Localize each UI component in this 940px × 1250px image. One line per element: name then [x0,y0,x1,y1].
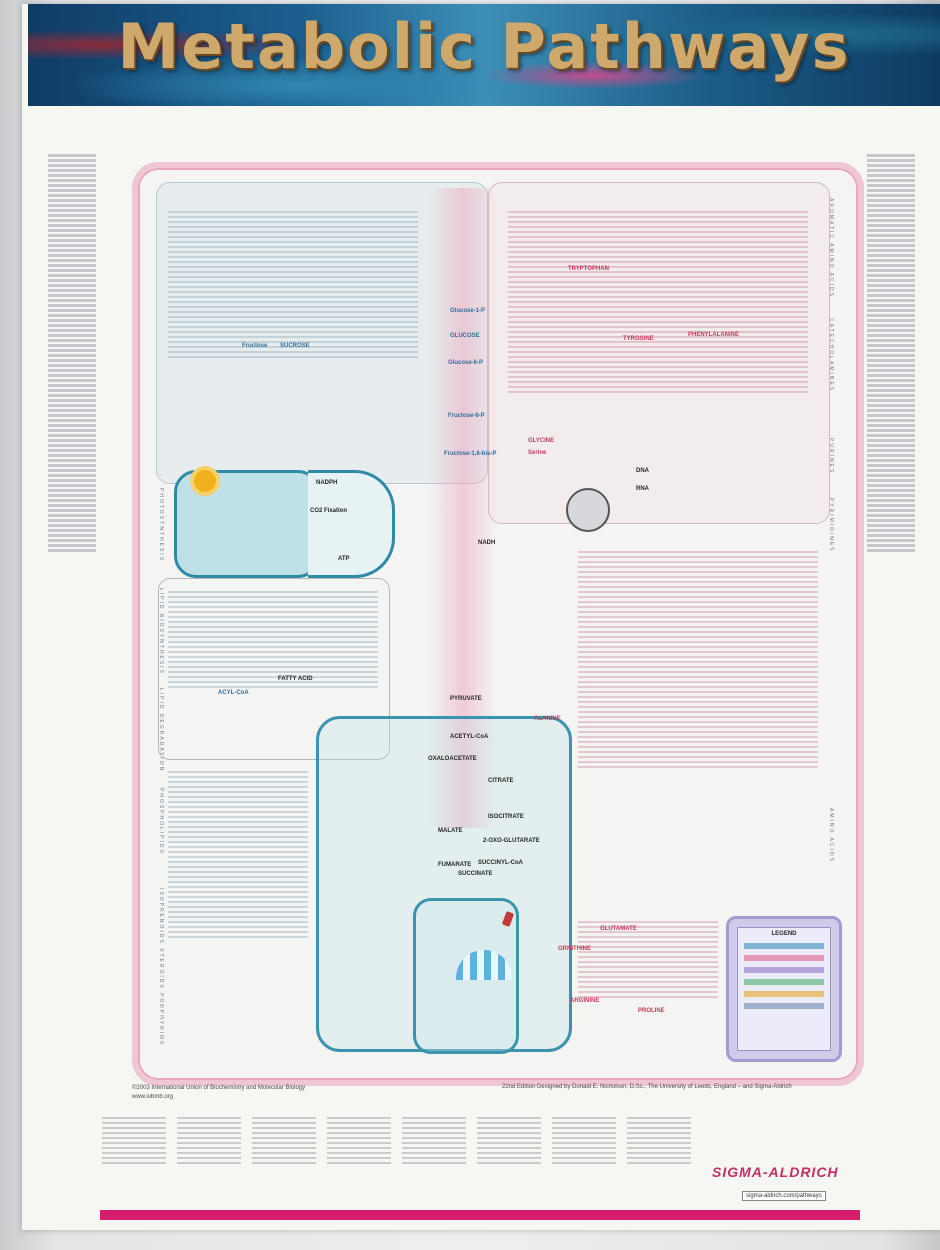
node-acetyl-coa: ACETYL-CoA [450,734,488,740]
legend-title: LEGEND [738,931,830,937]
poster-title: Metabolic Pathways [28,10,940,83]
address-block [327,1114,391,1184]
pathway-map: LEGEND GLUCOSE Glucose-1-P Glucose-6-P F… [132,162,864,1086]
side-label-lipid-degradation: LIPID DEGRADATION [158,688,164,772]
node-isocitrate: ISOCITRATE [488,814,524,820]
footer-bar [100,1210,860,1220]
side-label-lipid-biosynthesis: LIPID BIOSYNTHESIS [158,588,164,675]
side-label-amino-acids: AMINO ACIDS [828,808,834,863]
node-fumarate: FUMARATE [438,862,471,868]
node-succinyl-coa: SUCCINYL-CoA [478,860,523,866]
node-serine: Serine [528,450,546,456]
node-ornithine: ORNITHINE [558,946,591,952]
sigma-aldrich-logo: SIGMA-ALDRICH [712,1164,839,1180]
right-enzyme-index [867,154,915,1074]
amino-acid-text [508,208,808,508]
poster: Metabolic Pathways [22,4,940,1230]
legend-item [744,979,824,985]
node-nadph: NADPH [316,480,337,486]
node-acyl-coa: ACYL-CoA [218,690,249,696]
side-label-photosynthesis: PHOTOSYNTHESIS [158,488,164,562]
legend-panel: LEGEND [737,927,831,1051]
carbohydrate-text [168,208,418,448]
node-phenylalanine: PHENYLALANINE [688,332,739,338]
node-fructose: Fructose [242,343,267,349]
node-glucose: GLUCOSE [450,333,480,339]
node-fructose-1-6-bis-p: Fructose-1,6-bis-P [444,451,496,457]
node-pyruvate: PYRUVATE [450,696,482,702]
sun-icon [194,470,216,492]
node-citrate: CITRATE [488,778,514,784]
legend-item [744,1003,824,1009]
phospholipid-text [168,768,308,1048]
urea-cycle-text [578,918,718,1048]
side-label-purines: PURINES [828,438,834,474]
node-sucrose: SUCROSE [280,343,310,349]
address-block [402,1114,466,1184]
side-label-phospholipids: PHOSPHOLIPIDS [158,788,164,855]
side-label-pyrimidines: PYRIMIDINES [828,498,834,553]
legend-item [744,955,824,961]
amino-acid-lower-text [578,548,818,908]
side-label-catecholamines: CATECHOLAMINES [828,318,834,392]
lipid-text [168,588,378,748]
address-block [177,1114,241,1184]
side-label-aromatic-amino-acids: AROMATIC AMINO ACIDS [828,198,834,298]
node-fructose-6-p: Fructose-6-P [448,413,485,419]
poster-banner: Metabolic Pathways [28,4,940,106]
pathways-url: sigma-aldrich.com/pathways [742,1191,826,1201]
node-co2-fixation: CO2 Fixation [310,508,347,514]
node-atp: ATP [338,556,350,562]
folate-hub-icon [566,488,610,532]
node-glucose-6-p: Glucose-6-P [448,360,483,366]
address-block [552,1114,616,1184]
copyright-url: www.iubmb.org [132,1093,305,1102]
left-enzyme-index [48,154,96,1074]
legend-item [744,967,824,973]
node-dna: DNA [636,468,649,474]
copyright-text: ©2003 International Union of Biochemistr… [132,1084,305,1093]
edition-text: 22nd Edition Designed by Donald E. Nicho… [502,1084,792,1090]
node-alanine: ALANINE [534,716,561,722]
node-glucose-1-p: Glucose-1-P [450,308,485,314]
node-glycine: GLYCINE [528,438,554,444]
side-label-isoprenoids: ISOPRENOIDS STEROIDS PORPHYRINS [158,888,164,1046]
node-fatty-acid: FATTY ACID [278,676,313,682]
address-block [477,1114,541,1184]
node-malate: MALATE [438,828,463,834]
node-oxaloacetate: OXALOACETATE [428,756,477,762]
node-tryptophan: TRYPTOPHAN [568,266,609,272]
node-arginine: ARGININE [570,998,599,1004]
node-proline: PROLINE [638,1008,665,1014]
node-rna: RNA [636,486,649,492]
node-tyrosine: TYROSINE [623,336,654,342]
node-glutamate: GLUTAMATE [600,926,637,932]
legend-item [744,943,824,949]
address-block [252,1114,316,1184]
node-2-oxo-glutarate: 2-OXO-GLUTARATE [483,838,540,844]
address-block [627,1114,691,1184]
legend-box: LEGEND [726,916,842,1062]
legend-item [744,991,824,997]
copyright-block: ©2003 International Union of Biochemistr… [132,1084,305,1102]
address-block [102,1114,166,1184]
calvin-cycle-region [308,470,395,578]
node-nadh: NADH [478,540,495,546]
node-succinate: SUCCINATE [458,871,493,877]
